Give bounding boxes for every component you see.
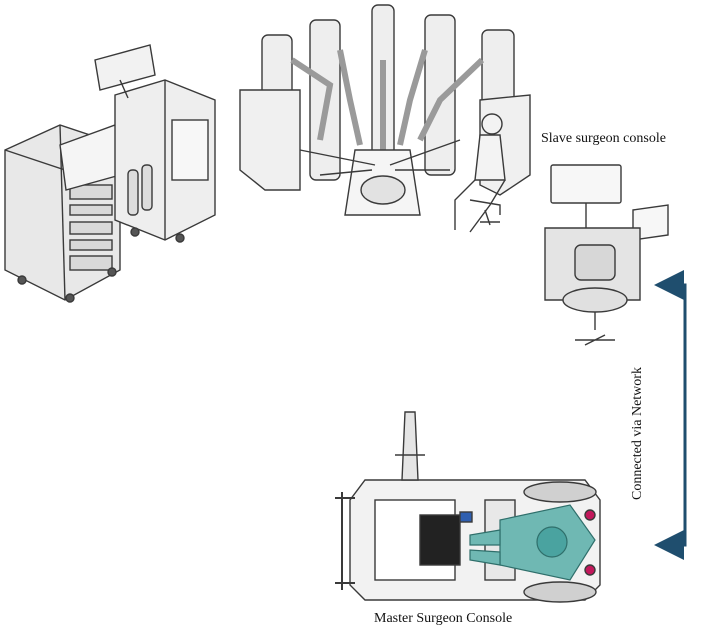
network-connection-label: Connected via Network <box>630 367 645 500</box>
master-console-label: Master Surgeon Console <box>374 611 513 626</box>
slave-console-label: Slave surgeon console <box>541 131 666 146</box>
slave-console-illustration <box>544 164 669 346</box>
assistant-figure-illustration <box>454 113 506 233</box>
patient-side-robot-illustration <box>239 4 531 216</box>
surgeon-figure-illustration <box>469 504 596 581</box>
network-connection-arrow <box>654 270 687 560</box>
vision-cart-illustration <box>4 44 216 303</box>
